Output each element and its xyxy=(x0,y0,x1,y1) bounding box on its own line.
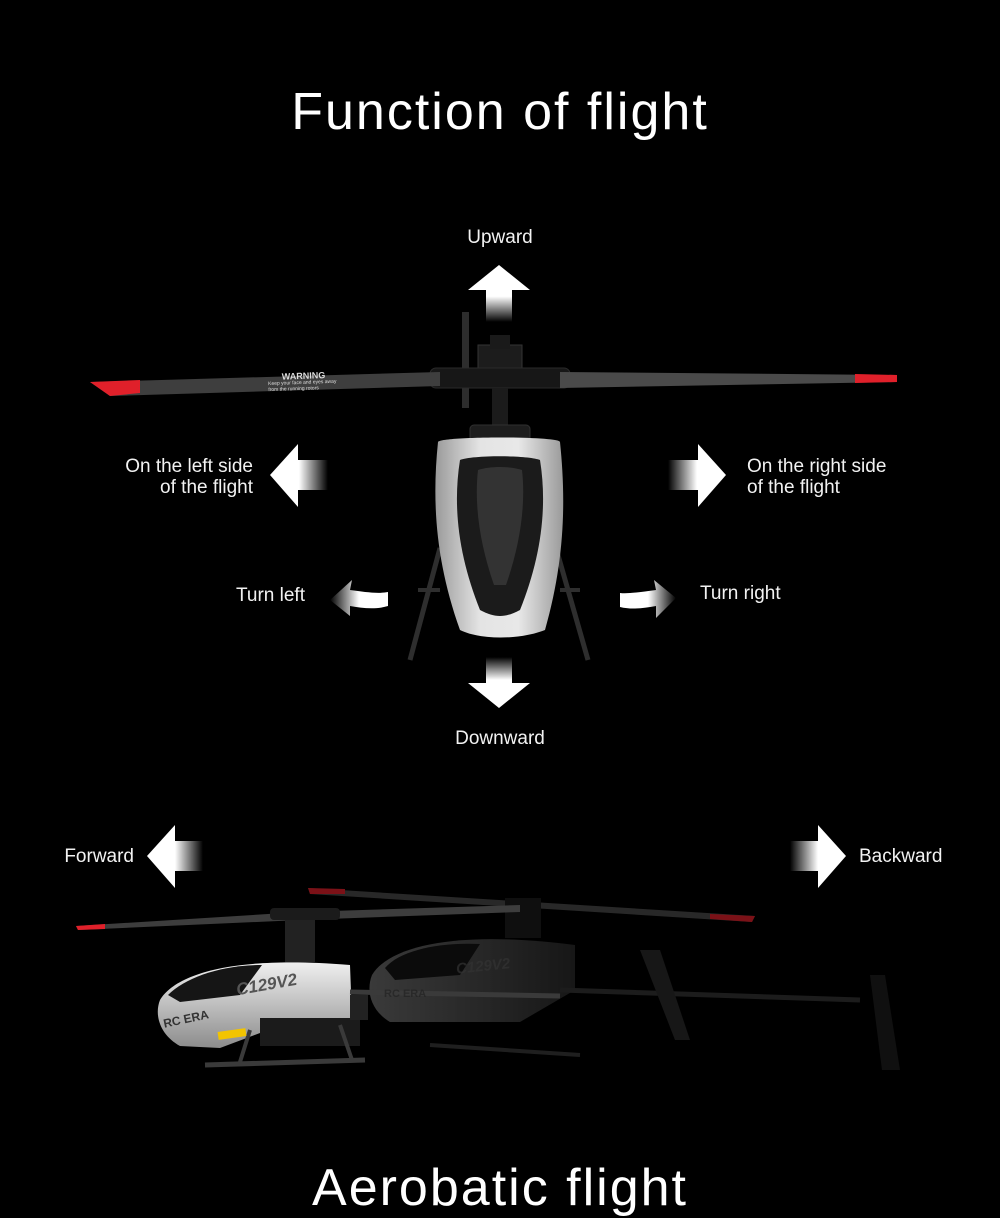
arrow-left-icon xyxy=(270,444,328,507)
label-left-side: On the left side of the flight xyxy=(125,456,253,498)
arrow-backward-icon xyxy=(790,825,846,888)
turn-left-arrow-icon xyxy=(330,580,388,616)
label-right-side: On the right side of the flight xyxy=(747,456,887,498)
helicopter-side-main xyxy=(76,905,561,1068)
label-backward: Backward xyxy=(859,846,943,867)
section-heading-aerobatic: Aerobatic flight xyxy=(312,1159,688,1217)
helicopter-side-ghost xyxy=(308,888,900,1070)
brand-decal-ghost: RC ERA xyxy=(384,988,427,1000)
arrow-right-icon xyxy=(668,444,726,507)
arrow-down-icon xyxy=(468,657,530,708)
label-turn-right: Turn right xyxy=(700,583,781,604)
blade-warning: WARNING Keep your face and eyes away fro… xyxy=(267,370,337,394)
label-turn-left: Turn left xyxy=(236,585,305,606)
arrow-up-icon xyxy=(468,265,530,322)
page-title: Function of flight xyxy=(291,83,709,141)
label-forward: Forward xyxy=(64,846,134,867)
helicopter-front-view xyxy=(90,312,897,661)
arrow-forward-icon xyxy=(147,825,203,888)
label-upward: Upward xyxy=(467,227,533,248)
turn-right-arrow-icon xyxy=(620,580,676,618)
label-downward: Downward xyxy=(455,728,545,749)
